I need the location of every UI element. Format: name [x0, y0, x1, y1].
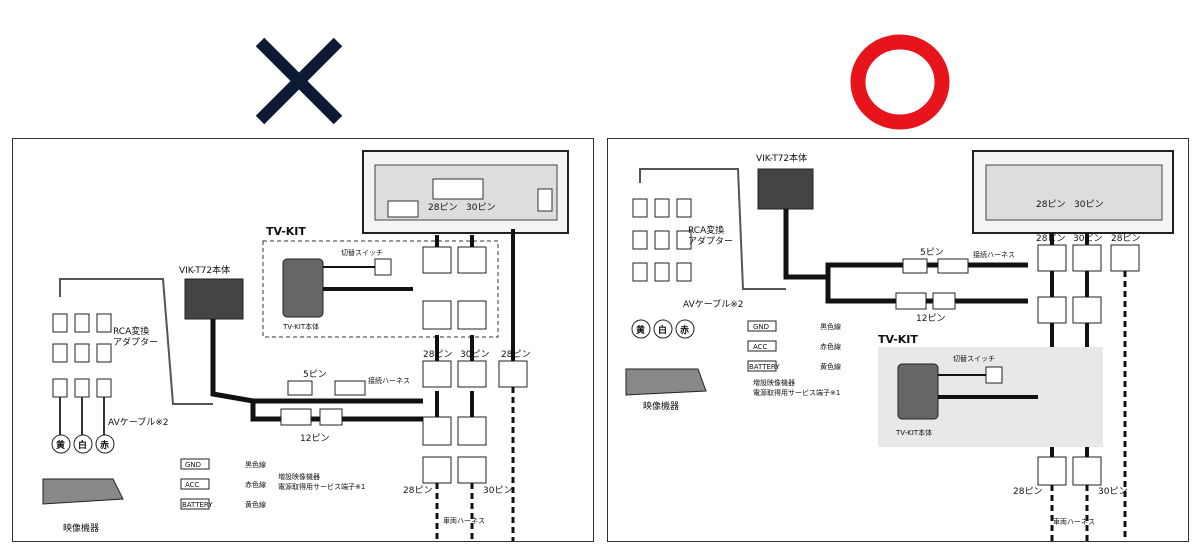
service-label-1: 増設映像機器: [278, 472, 320, 481]
rca-label: RCA変換: [113, 325, 149, 337]
harness-label: 接続ハーネス: [973, 250, 1015, 259]
incorrect-wiring-diagram: 28ピン 30ピン TV-KIT TV-KIT本体 切替スイッチ 28ピン 30…: [12, 138, 594, 542]
video-device-label: 映像機器: [643, 400, 679, 412]
yellow-wire-label: 黄色線: [245, 500, 266, 509]
pin30-top-label: 30ピン: [1074, 199, 1103, 210]
battery-label: BATTERY: [182, 501, 213, 509]
pin28-bottom-label: 28ピン: [1013, 486, 1042, 497]
av-cable-label: AVケーブル※2: [683, 298, 743, 310]
rca-label: RCA変換: [688, 224, 724, 236]
switch: [374, 258, 392, 276]
pin5-label: 5ピン: [303, 369, 327, 380]
pin12-label: 12ピン: [916, 313, 945, 324]
gnd-label: GND: [185, 461, 201, 469]
pin28-right-label: 28ピン: [501, 349, 530, 360]
vik-body-label: VIK-T72本体: [756, 152, 807, 164]
pin30-bottom-label: 30ピン: [483, 485, 512, 496]
tvkit-body: [897, 363, 939, 420]
pin30-bottom-label: 30ピン: [1098, 486, 1127, 497]
vehicle-harness-label: 車両ハーネス: [1053, 517, 1095, 526]
vik-body-label: VIK-T72本体: [179, 264, 230, 276]
pin30-top-label: 30ピン: [466, 202, 495, 213]
battery-label: BATTERY: [749, 363, 780, 371]
yellow-plug-label: 黄: [636, 324, 645, 336]
red-plug-label: 赤: [100, 439, 109, 451]
pin28-col3-label: 28ピン: [1111, 233, 1140, 244]
wrong-mark-icon: [250, 30, 350, 130]
harness-label: 接続ハーネス: [368, 376, 410, 385]
acc-label: ACC: [185, 481, 200, 489]
black-wire-label: 黒色線: [245, 460, 266, 469]
pin28-bottom-label: 28ピン: [403, 485, 432, 496]
switch-label: 切替スイッチ: [953, 354, 995, 363]
red-wire-label: 赤色線: [820, 342, 841, 351]
pin30-mid-label: 30ピン: [460, 349, 489, 360]
vik-body: [757, 168, 814, 210]
vik-body: [184, 278, 244, 320]
yellow-plug-label: 黄: [56, 439, 65, 451]
video-device: [42, 478, 124, 505]
service-label-2: 電源取得用サービス端子※1: [278, 482, 365, 491]
tvkit-body-label: TV-KIT本体: [895, 428, 932, 437]
red-plug-label: 赤: [680, 324, 689, 336]
yellow-wire-label: 黄色線: [820, 362, 841, 371]
black-wire-label: 黒色線: [820, 322, 841, 331]
white-plug-label: 白: [658, 324, 667, 336]
correct-wiring-diagram: 28ピン 30ピン VIK-T72本体 5ピン 接続ハーネス 12ピン 28ピン…: [607, 138, 1189, 542]
pin5-label: 5ピン: [920, 247, 944, 258]
tvkit-body: [282, 258, 324, 318]
adapter-label: アダプター: [113, 336, 158, 348]
adapter-label: アダプター: [688, 235, 733, 247]
video-device-label: 映像機器: [63, 522, 99, 534]
pin28-top-label: 28ピン: [428, 202, 457, 213]
switch-label: 切替スイッチ: [341, 248, 383, 257]
video-device: [625, 368, 707, 396]
head-unit: [362, 150, 569, 234]
tvkit-body-label: TV-KIT本体: [282, 322, 319, 331]
tvkit-box: [262, 240, 499, 338]
av-cable-label: AVケーブル※2: [108, 416, 168, 428]
correct-mark-icon: [845, 28, 955, 138]
tvkit-box-title: TV-KIT: [878, 333, 918, 346]
pin28-mid-label: 28ピン: [423, 349, 452, 360]
switch: [985, 366, 1003, 384]
pin12-label: 12ピン: [300, 433, 329, 444]
red-wire-label: 赤色線: [245, 480, 266, 489]
service-label-1: 増設映像機器: [753, 378, 795, 387]
pin28-top-label: 28ピン: [1036, 199, 1065, 210]
acc-label: ACC: [753, 343, 768, 351]
tvkit-box-title: TV-KIT: [266, 225, 306, 238]
white-plug-label: 白: [78, 439, 87, 451]
vehicle-harness-label: 車両ハーネス: [443, 516, 485, 525]
head-unit: [972, 150, 1174, 234]
gnd-label: GND: [753, 323, 769, 331]
service-label-2: 電源取得用サービス端子※1: [753, 388, 840, 397]
